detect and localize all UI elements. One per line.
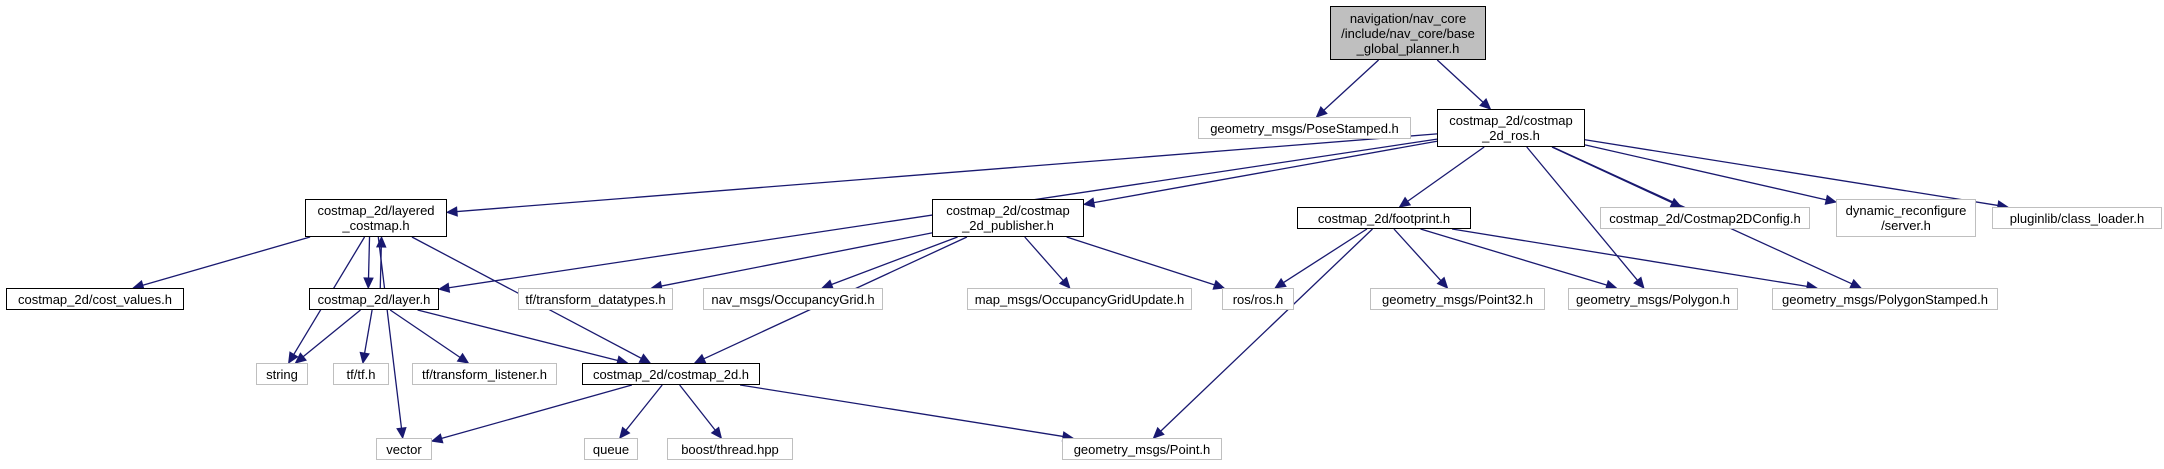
node-costmap-ros[interactable]: costmap_2d/costmap _2d_ros.h — [1437, 109, 1585, 147]
arrowhead-root-to-pose-stamped — [1315, 106, 1328, 118]
edge-costmap2d-to-queue — [625, 384, 663, 431]
edge-costmap-ros-to-classloader — [1584, 139, 1999, 207]
edge-costmap-ros-to-polygon — [1526, 146, 1638, 281]
arrowhead-layer-to-string — [294, 352, 307, 364]
node-config: costmap_2d/Costmap2DConfig.h — [1600, 207, 1810, 229]
arrowhead-publisher-to-occgridupd — [1058, 276, 1071, 289]
arrowhead-costmap-ros-to-layer — [437, 282, 451, 293]
edge-publisher-to-ros — [1066, 236, 1215, 286]
node-ros: ros/ros.h — [1222, 288, 1294, 310]
edge-footprint-to-polystamped — [1451, 228, 1808, 288]
edge-costmap-ros-to-layered — [456, 133, 1438, 213]
arrowhead-publisher-to-ros — [1212, 279, 1226, 290]
edge-layer-to-costmap2d — [417, 309, 618, 362]
arrowhead-costmap-ros-to-polystamped — [1849, 278, 1863, 289]
arrowhead-layered-to-vector — [396, 426, 407, 440]
edge-costmap2d-to-point — [739, 384, 1064, 438]
node-tflistener: tf/transform_listener.h — [412, 363, 557, 385]
node-string: string — [256, 363, 308, 385]
edge-footprint-to-polygon — [1420, 228, 1608, 286]
node-occgridupd: map_msgs/OccupancyGridUpdate.h — [967, 288, 1192, 310]
arrowhead-costmap-ros-to-publisher — [1082, 197, 1096, 208]
arrowhead-costmap2d-to-vector — [430, 433, 444, 444]
arrowhead-publisher-to-costmap2d — [693, 353, 707, 364]
arrowhead-costmap-ros-to-dynreconf — [1824, 194, 1838, 205]
arrowhead-costmap2d-to-thread — [710, 426, 723, 439]
edge-publisher-to-tf-datatypes — [661, 232, 933, 287]
edge-root-to-pose-stamped — [1323, 59, 1380, 111]
node-layer[interactable]: costmap_2d/layer.h — [309, 288, 439, 310]
node-tf-datatypes: tf/transform_datatypes.h — [518, 288, 673, 310]
arrowhead-costmap2d-to-queue — [619, 426, 631, 439]
edge-publisher-to-occgridupd — [1024, 236, 1064, 281]
node-cost-values[interactable]: costmap_2d/cost_values.h — [6, 288, 184, 310]
arrowhead-layer-to-layered — [376, 235, 387, 248]
arrowhead-layered-to-layer — [363, 277, 374, 290]
edge-layer-to-layered — [379, 246, 382, 289]
node-tf: tf/tf.h — [333, 363, 389, 385]
edge-layered-to-vector — [377, 236, 403, 429]
arrowhead-layered-to-costmap2d — [638, 353, 652, 364]
edge-layer-to-tflistener — [389, 309, 461, 358]
arrowhead-layered-to-string — [287, 351, 299, 365]
arrowhead-costmap-ros-to-layered — [445, 206, 458, 217]
node-footprint[interactable]: costmap_2d/footprint.h — [1297, 207, 1471, 229]
node-dynreconf: dynamic_reconfigure /server.h — [1836, 199, 1976, 237]
edge-layer-to-tf — [363, 309, 373, 354]
edge-root-to-costmap-ros — [1436, 59, 1484, 103]
node-classloader: pluginlib/class_loader.h — [1992, 207, 2162, 229]
edge-layered-to-layer — [367, 236, 371, 279]
arrowhead-footprint-to-point32 — [1436, 276, 1449, 289]
arrowhead-layer-to-tflistener — [456, 352, 470, 364]
node-polystamped: geometry_msgs/PolygonStamped.h — [1772, 288, 1998, 310]
arrowhead-costmap-ros-to-footprint — [1398, 196, 1412, 208]
edge-layer-to-string — [302, 309, 361, 358]
arrowhead-root-to-costmap-ros — [1479, 98, 1492, 110]
node-occgrid: nav_msgs/OccupancyGrid.h — [703, 288, 883, 310]
edge-footprint-to-ros — [1283, 228, 1368, 284]
edge-costmap2d-to-thread — [679, 384, 716, 431]
edge-costmap-ros-to-publisher — [1093, 140, 1438, 204]
node-root[interactable]: navigation/nav_core /include/nav_core/ba… — [1330, 6, 1486, 60]
node-queue: queue — [584, 438, 638, 460]
arrowhead-footprint-to-point — [1152, 426, 1165, 439]
node-costmap2d[interactable]: costmap_2d/costmap_2d.h — [582, 363, 760, 385]
edge-footprint-to-point32 — [1393, 228, 1442, 282]
edge-costmap-ros-to-dynreconf — [1584, 144, 1827, 201]
edge-costmap-ros-to-footprint — [1407, 146, 1485, 202]
node-vector: vector — [376, 438, 432, 460]
arrowhead-footprint-to-ros — [1274, 277, 1287, 289]
node-point: geometry_msgs/Point.h — [1062, 438, 1222, 460]
edge-footprint-to-point — [1160, 228, 1373, 432]
edge-layered-to-cost-values — [142, 236, 311, 286]
edge-publisher-to-occgrid — [831, 236, 958, 286]
node-point32: geometry_msgs/Point32.h — [1370, 288, 1545, 310]
node-layered[interactable]: costmap_2d/layered _costmap.h — [305, 199, 447, 237]
edge-costmap2d-to-vector — [441, 384, 633, 440]
node-publisher[interactable]: costmap_2d/costmap _2d_publisher.h — [932, 199, 1084, 237]
node-pose-stamped: geometry_msgs/PoseStamped.h — [1198, 117, 1411, 139]
node-thread: boost/thread.hpp — [667, 438, 793, 460]
node-polygon: geometry_msgs/Polygon.h — [1568, 288, 1738, 310]
arrowhead-costmap-ros-to-polygon — [1633, 276, 1645, 289]
arrowhead-layer-to-tf — [359, 351, 370, 365]
